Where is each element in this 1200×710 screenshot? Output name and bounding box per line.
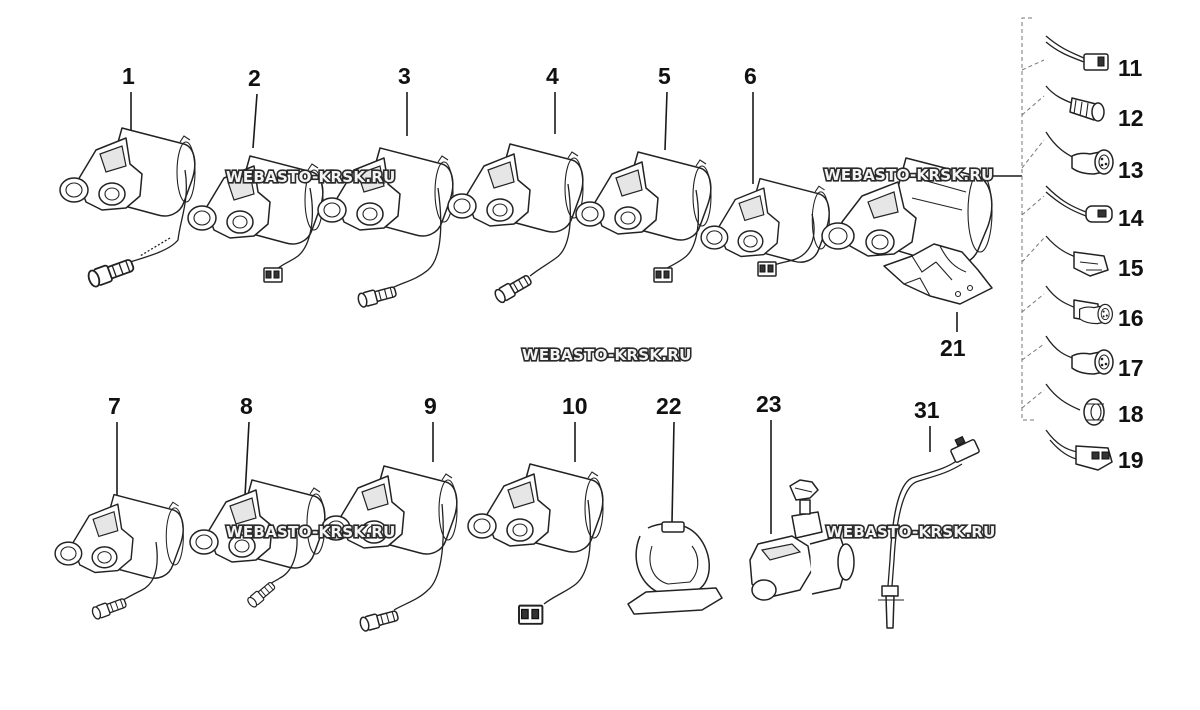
watermark-4: WEBASTO-KRSK.RU xyxy=(226,523,396,541)
label-2: 2 xyxy=(248,65,261,91)
label-14: 14 xyxy=(1118,205,1144,231)
pump-6 xyxy=(700,177,831,277)
connector-16 xyxy=(1045,285,1114,325)
valve-23 xyxy=(749,479,855,601)
connector-14 xyxy=(1045,185,1113,223)
label-11: 11 xyxy=(1118,55,1143,81)
pump-9 xyxy=(321,465,458,633)
label-3: 3 xyxy=(398,63,411,89)
part-labels: 1 2 3 4 5 6 7 8 9 10 11 12 13 14 15 16 1… xyxy=(108,55,1144,473)
pump-2 xyxy=(187,155,324,283)
label-1: 1 xyxy=(122,63,135,89)
connector-17 xyxy=(1045,335,1114,375)
label-19: 19 xyxy=(1118,447,1144,473)
pump-8 xyxy=(189,479,326,610)
watermarks: WEBASTO-KRSK.RU WEBASTO-KRSK.RU WEBASTO-… xyxy=(224,164,997,542)
label-4: 4 xyxy=(546,63,559,89)
leader-lines xyxy=(116,91,1022,534)
label-17: 17 xyxy=(1118,355,1144,381)
pump-3 xyxy=(317,147,454,309)
connector-11 xyxy=(1045,35,1109,71)
label-10: 10 xyxy=(562,393,588,419)
watermark-5: WEBASTO-KRSK.RU xyxy=(826,523,996,541)
pump-7 xyxy=(54,493,185,621)
watermark-1: WEBASTO-KRSK.RU xyxy=(226,168,396,186)
label-13: 13 xyxy=(1118,157,1144,183)
label-16: 16 xyxy=(1118,305,1144,331)
label-9: 9 xyxy=(424,393,437,419)
sensor-31 xyxy=(878,435,980,629)
label-15: 15 xyxy=(1118,255,1144,281)
clamp-22 xyxy=(627,521,723,615)
pump-10 xyxy=(467,463,604,625)
connector-12 xyxy=(1045,85,1105,122)
connector-19 xyxy=(1045,429,1113,471)
label-23: 23 xyxy=(756,391,782,417)
label-7: 7 xyxy=(108,393,121,419)
bracket-21 xyxy=(883,243,993,305)
label-22: 22 xyxy=(656,393,682,419)
label-31: 31 xyxy=(914,397,940,423)
watermark-2: WEBASTO-KRSK.RU xyxy=(824,166,994,184)
pump-1 xyxy=(59,127,196,290)
label-21: 21 xyxy=(940,335,966,361)
label-6: 6 xyxy=(744,63,757,89)
pump-5 xyxy=(575,151,712,283)
connector-13 xyxy=(1045,131,1114,175)
connector-15 xyxy=(1045,235,1109,277)
label-12: 12 xyxy=(1118,105,1144,131)
label-18: 18 xyxy=(1118,401,1144,427)
pump-4 xyxy=(447,143,584,305)
watermark-3: WEBASTO-KRSK.RU xyxy=(522,346,692,364)
connector-18 xyxy=(1045,383,1105,426)
connector-bracket xyxy=(1021,17,1045,421)
label-8: 8 xyxy=(240,393,253,419)
label-5: 5 xyxy=(658,63,671,89)
